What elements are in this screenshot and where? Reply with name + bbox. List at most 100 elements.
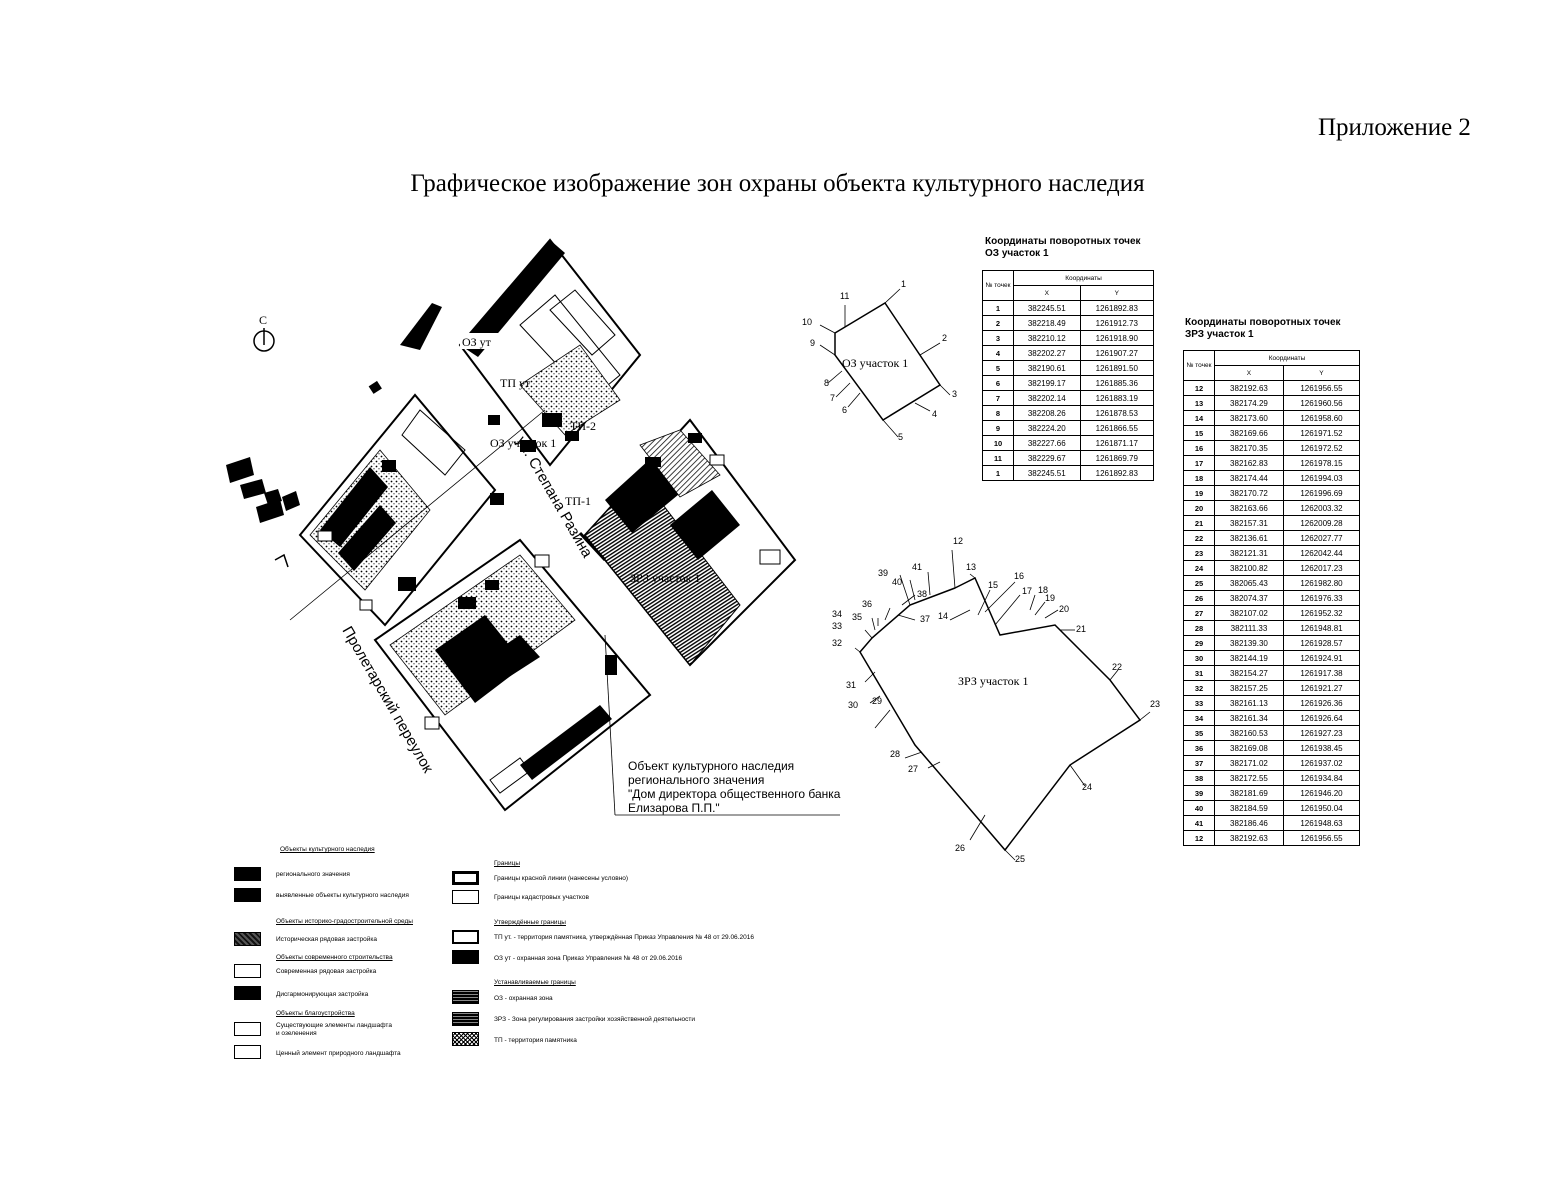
legend-landscape-line2: и озеленения [276,1030,317,1037]
oz-point-number: 2 [982,315,1014,331]
oz-point-number: 10 [982,435,1014,451]
oz-x-value: 382245.51 [1013,300,1081,316]
oz-point-label: 8 [824,378,829,388]
oz-point-label: 11 [840,291,849,301]
zrz-leader-line [1004,849,1016,861]
legend-tp-ut: ТП ут. - территория памятника, утверждён… [494,934,754,941]
zrz-col-coords: Координаты [1214,350,1360,366]
zrz-point-label: 17 [1022,586,1032,596]
zrz-x-value: 382100.82 [1214,560,1284,576]
legend-swatch-cadastre [452,890,479,904]
zrz-leader-line [927,761,941,769]
oz-x-value: 382208.26 [1013,405,1081,421]
block-west [298,393,504,627]
oz-y-value: 1261912.73 [1079,315,1155,331]
zrz-point-number: 14 [1183,410,1215,426]
zrz-leader-line [969,573,976,579]
zrz-y-value: 1261972.52 [1282,440,1361,456]
zrz-y-value: 1261934.84 [1282,770,1361,786]
oz-point-label: 1 [901,279,906,289]
oz-point-label: 5 [898,432,903,442]
zrz-col-y: Y [1282,365,1361,381]
zrz-point-number: 19 [1183,485,1215,501]
oz-point-number: 6 [982,375,1014,391]
legend-swatch-discord [234,986,261,1000]
zrz-x-value: 382169.66 [1214,425,1284,441]
zrz-x-value: 382173.60 [1214,410,1284,426]
legend-regional: регионального значения [276,871,350,878]
zrz-point-label: 25 [1015,854,1025,864]
tp2-label: ТП-2 [570,419,596,433]
oz-point-label: 3 [952,389,957,399]
legend-swatch-hist [234,932,261,946]
object-line3: "Дом директора общественного банка [628,787,841,801]
oz-point-label: 10 [802,317,812,327]
oz-leader-line [882,419,899,438]
zrz-point-number: 23 [1183,545,1215,561]
oz-point-label: 6 [842,405,847,415]
oz-y-value: 1261871.17 [1079,435,1155,451]
zrz-leader-line [994,594,1021,626]
zrz-x-value: 382170.35 [1214,440,1284,456]
zrz-point-number: 18 [1183,470,1215,486]
zrz-point-number: 30 [1183,650,1215,666]
zrz-point-number: 17 [1183,455,1215,471]
zrz-table-caption: Координаты поворотных точек ЗРЗ участок … [1185,317,1341,341]
zrz-leader-line [871,617,876,631]
zrz-x-value: 382157.25 [1214,680,1284,696]
block-east [578,418,797,667]
zrz-point-label: 18 [1038,585,1048,595]
legend-valuable: Ценный элемент природного ландшафта [276,1050,401,1057]
zrz-leader-line [897,614,916,621]
zrz-leader-line [951,549,956,589]
zrz-x-value: 382154.27 [1214,665,1284,681]
zrz-point-number: 39 [1183,785,1215,801]
zrz-point-label: 16 [1014,571,1024,581]
zrz-x-value: 382144.19 [1214,650,1284,666]
zrz-y-value: 1261928.57 [1282,635,1361,651]
zrz-x-value: 382181.69 [1214,785,1284,801]
zrz-leader-line [884,607,891,621]
zrz-point-label: 30 [848,700,858,710]
zrz-point-number: 27 [1183,605,1215,621]
zrz-y-value: 1261921.27 [1282,680,1361,696]
zrz-y-value: 1261926.64 [1282,710,1361,726]
object-line4: Елизарова П.П." [628,801,720,815]
oz-leader-line [847,392,861,408]
oz-point-number: 1 [982,300,1014,316]
zrz-y-value: 1261971.52 [1282,425,1361,441]
zrz-y-value: 1261948.81 [1282,620,1361,636]
tp-ut-label: ТП ут [500,376,531,390]
zrz-x-value: 382111.33 [1214,620,1284,636]
zrz-leader-line [874,709,891,729]
legend-hist-row: Историческая рядовая застройка [276,936,377,943]
zrz-point-label: 20 [1059,604,1069,614]
zrz-x-value: 382107.02 [1214,605,1284,621]
oz-caption-line1: Координаты поворотных точек [985,236,1141,247]
oz-outline [834,301,942,421]
zrz-y-value: 1261996.69 [1282,485,1361,501]
legend-swatch-oz [452,990,479,1004]
zrz-x-value: 382161.13 [1214,695,1284,711]
oz-y-value: 1261869.79 [1079,450,1155,466]
